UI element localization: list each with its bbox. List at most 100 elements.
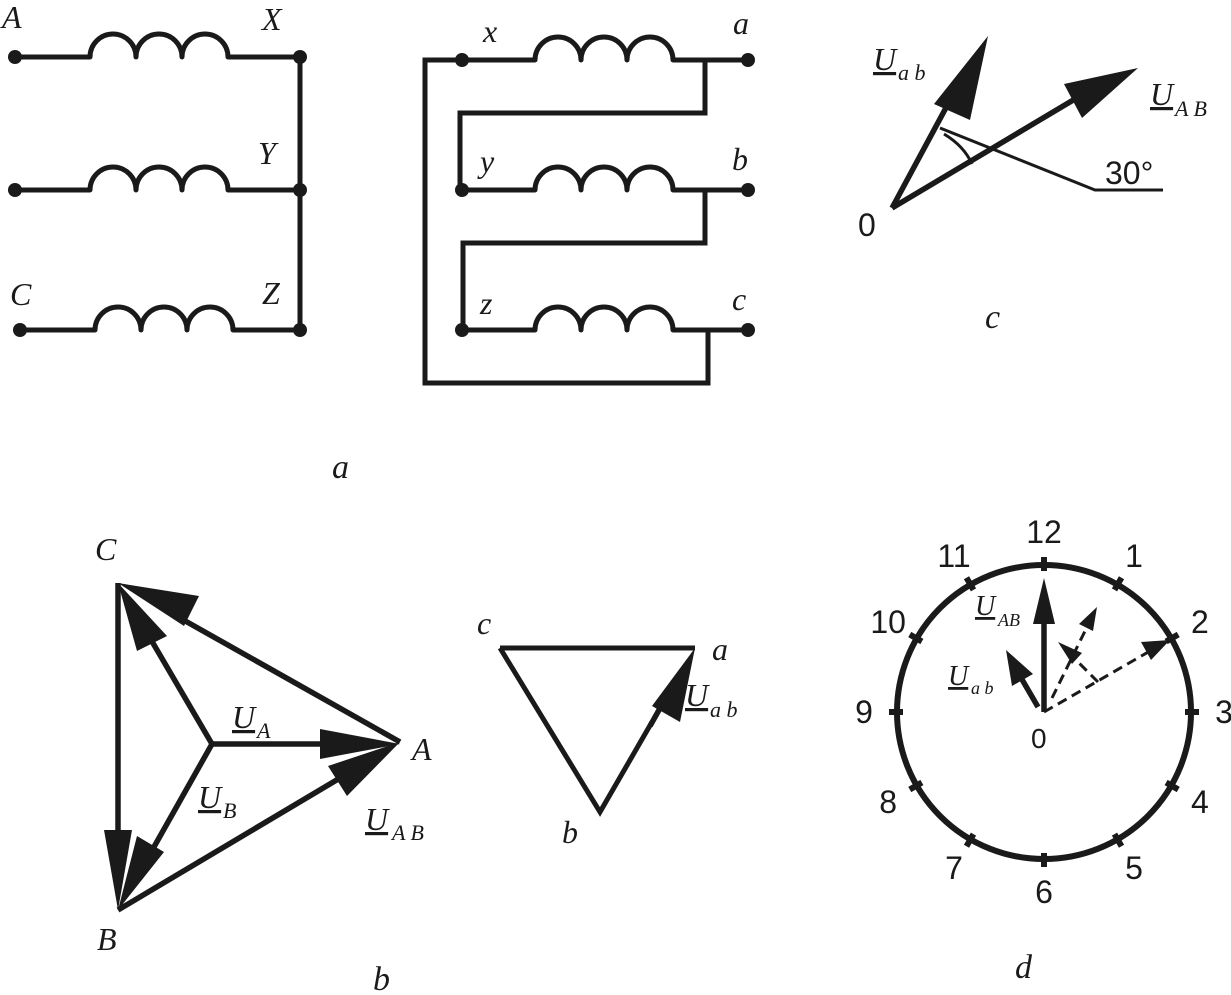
- winding-A: [15, 31, 300, 60]
- terminal-z: [455, 323, 469, 337]
- panel-label-b: b: [373, 961, 390, 995]
- label-U-B-subscript: B: [223, 798, 236, 823]
- label-U-AB-subscript: A B: [1173, 96, 1207, 121]
- terminal-X: [293, 50, 307, 64]
- clock-tick-7: [963, 832, 977, 848]
- arrowhead-UC: [118, 583, 167, 651]
- winding-y-b: [462, 164, 748, 193]
- terminal-c: [741, 323, 755, 337]
- primary-star-windings: A C X Y Z: [0, 0, 307, 337]
- clock-label-U-AB: U: [975, 591, 997, 622]
- label-X: X: [260, 1, 283, 37]
- clock-arrowhead-Uab: [1006, 650, 1033, 686]
- star-vertex-A: A: [410, 731, 432, 767]
- clock-hour-7: 7: [945, 850, 963, 886]
- clock-tick-11: [963, 576, 977, 592]
- label-U-AB: U: [1150, 76, 1175, 112]
- origin-label: 0: [858, 207, 876, 243]
- terminal-y: [455, 183, 469, 197]
- label-Y: Y: [258, 135, 279, 171]
- arrowhead-A-C: [118, 583, 199, 626]
- panel-label-a: a: [332, 449, 349, 486]
- angle-arc: [943, 132, 974, 165]
- terminal-b: [741, 183, 755, 197]
- label-x: x: [482, 13, 497, 49]
- star-vertex-C: C: [95, 531, 117, 567]
- clock-arrowhead-dashed-small: [1058, 642, 1082, 664]
- label-A: A: [0, 0, 22, 35]
- label-U-A: U: [232, 699, 257, 735]
- winding-z-c: [462, 304, 748, 333]
- clock-dashed-to-2: [1043, 649, 1151, 714]
- terminal-C: [13, 323, 27, 337]
- arrowhead-C-B: [104, 830, 132, 910]
- terminal-Y: [293, 183, 307, 197]
- panel-label-c: c: [985, 299, 1000, 336]
- arrowhead-Uab: [934, 36, 988, 120]
- terminal-B: [8, 183, 22, 197]
- clock-tick-1: [1111, 576, 1125, 592]
- clock-hour-2: 2: [1191, 604, 1209, 640]
- winding-x-a: [462, 34, 748, 63]
- label-U-ab-subscript: a b: [898, 60, 926, 85]
- vector-UB: [147, 742, 215, 856]
- secondary-voltage-delta: c a b U a b: [477, 605, 738, 850]
- label-U-ab-delta-subscript: a b: [710, 697, 738, 722]
- label-b: b: [732, 141, 748, 177]
- arrowhead-Uab-delta: [652, 648, 695, 722]
- arrowhead-UB: [118, 836, 164, 910]
- delta-vertex-a: a: [712, 631, 728, 667]
- primary-voltage-star: C A B U A U B U A B: [95, 531, 432, 957]
- label-U-ab: U: [873, 41, 898, 77]
- arrowhead-UAB-star: [328, 742, 400, 796]
- delta-link-a-y: [457, 60, 708, 190]
- angle-label: 30°: [1105, 155, 1153, 191]
- arrowhead-UA: [320, 729, 400, 759]
- delta-triangle: [497, 645, 695, 817]
- clock-tick-8: [908, 779, 924, 793]
- delta-link-x-c: [422, 57, 711, 386]
- label-U-A-subscript: A: [255, 718, 271, 743]
- clock-hour-10: 10: [870, 604, 906, 640]
- clock-label-U-AB-subscript: AB: [997, 610, 1020, 630]
- clock-label-U-ab-subscript: a b: [971, 678, 994, 698]
- clock-arrowhead-dashed-1: [1079, 607, 1097, 631]
- clock-hour-1: 1: [1125, 538, 1143, 574]
- terminal-A: [8, 50, 22, 64]
- clock-hour-11: 11: [937, 538, 970, 574]
- clock-arrowhead-UAB: [1033, 578, 1055, 624]
- clock-vector-Uab: [1017, 674, 1041, 709]
- winding-C: [20, 304, 300, 333]
- clock-ticks: [889, 557, 1199, 867]
- clock-hour-9: 9: [855, 694, 873, 730]
- label-U-AB-star-subscript: A B: [390, 820, 424, 845]
- label-U-AB-star: U: [365, 801, 390, 837]
- clock-hour-12: 12: [1026, 514, 1062, 550]
- winding-B: [15, 164, 300, 193]
- secondary-delta-windings: x y z a b c: [422, 5, 755, 386]
- vector-UAB-star: [116, 775, 342, 913]
- phasor-angle-diagram: 30° 0 U a b U A B: [858, 36, 1207, 243]
- star-vertex-B: B: [97, 921, 117, 957]
- clock-arrowhead-dashed-2: [1141, 640, 1170, 660]
- terminal-x: [455, 53, 469, 67]
- label-C: C: [10, 276, 32, 312]
- panel-label-d: d: [1015, 949, 1033, 986]
- clock-label-U-ab: U: [948, 661, 970, 692]
- label-U-ab-delta: U: [685, 677, 710, 713]
- clock-center-label: 0: [1031, 723, 1047, 754]
- label-z: z: [479, 285, 493, 321]
- delta-vertex-b: b: [562, 814, 578, 850]
- vector-UC: [147, 636, 215, 746]
- clock-hour-6: 6: [1035, 874, 1053, 910]
- arrowhead-UAB: [1064, 68, 1138, 118]
- clock-dashed-to-1: [1050, 624, 1090, 699]
- clock-hour-8: 8: [879, 784, 897, 820]
- clock-hour-5: 5: [1125, 850, 1143, 886]
- terminal-a: [741, 53, 755, 67]
- terminal-Z: [293, 323, 307, 337]
- side-A-C: [178, 615, 402, 745]
- label-Z: Z: [262, 275, 281, 311]
- vector-UAB: [890, 93, 1082, 211]
